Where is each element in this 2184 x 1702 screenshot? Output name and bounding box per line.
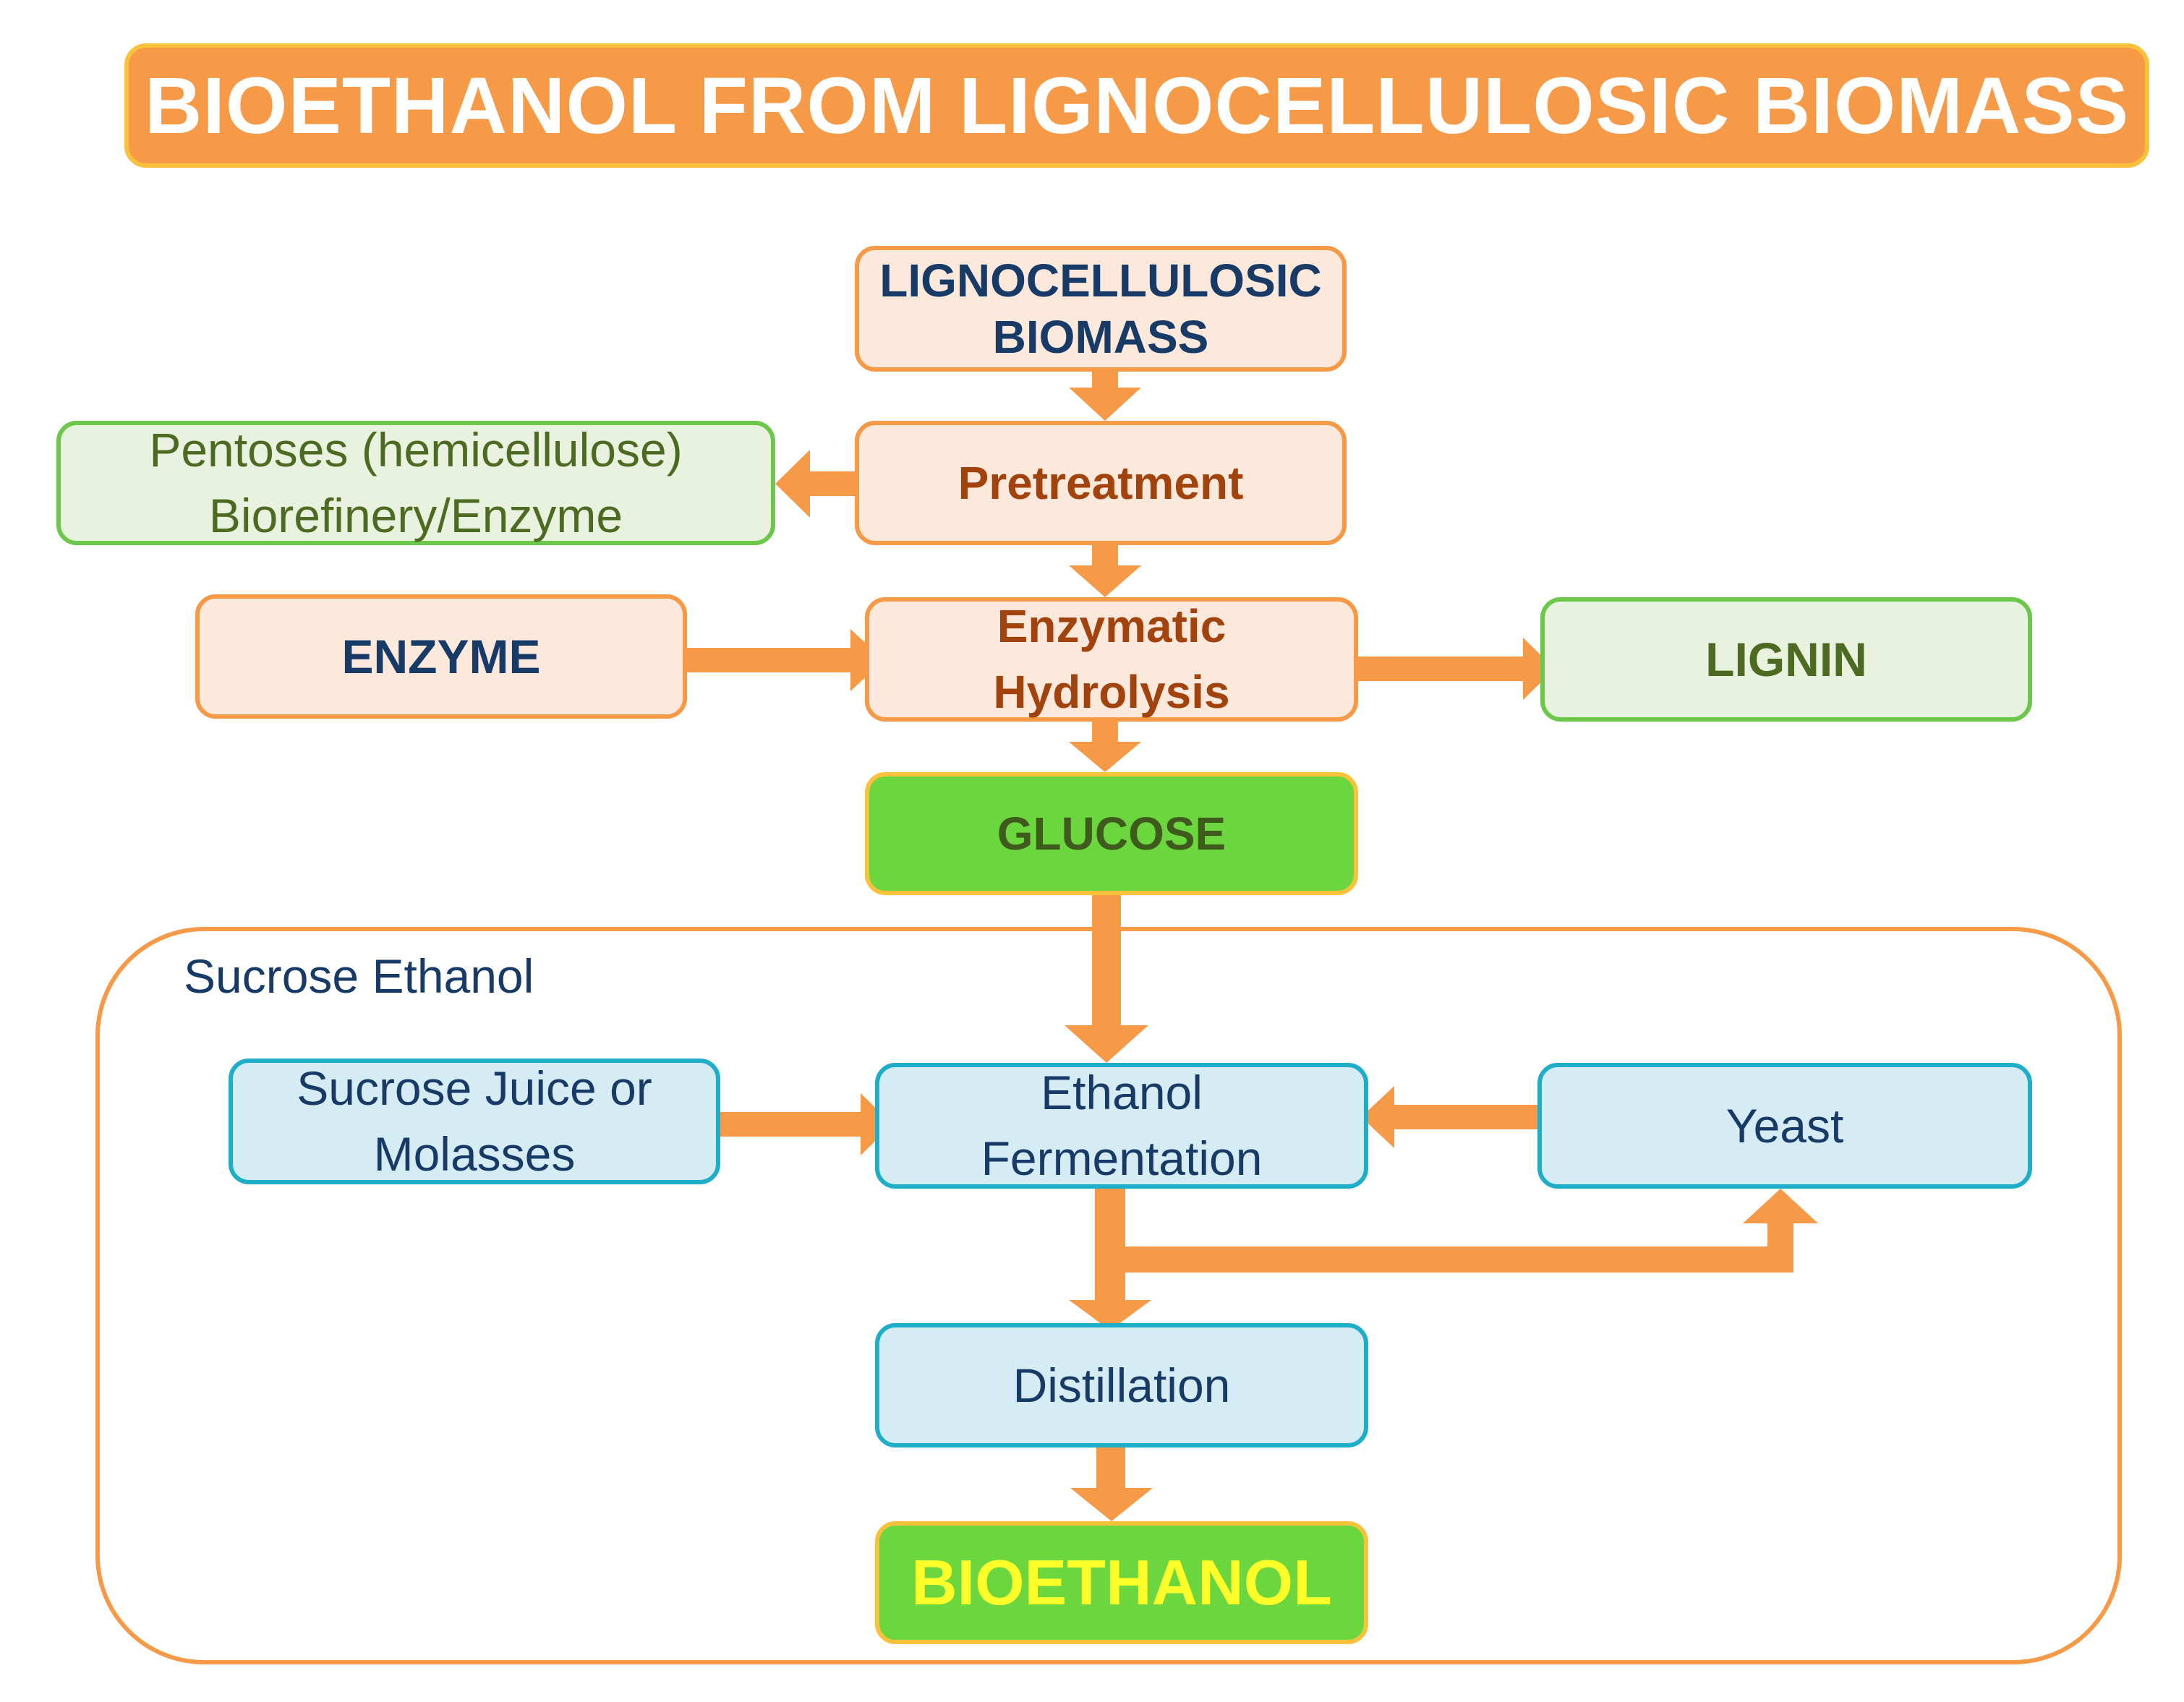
fermentation-line-1: Ethanol <box>1041 1065 1203 1119</box>
arrow-hydrolysis-to-lignin <box>1358 657 1524 681</box>
pentoses-box: Pentoses (hemicellulose) Biorefinery/Enzy… <box>56 421 775 545</box>
glucose-box: GLUCOSE <box>865 772 1358 895</box>
sucrose-ethanol-group-label: Sucrose Ethanol <box>184 949 534 1003</box>
enzyme-label: ENZYME <box>341 629 541 683</box>
sucrose-juice-box: Sucrose Juice or Molasses <box>229 1059 720 1184</box>
arrow-fermentation-to-distillation-head <box>1069 1300 1151 1330</box>
lignin-label: LIGNIN <box>1705 632 1867 686</box>
yeast-label: Yeast <box>1726 1098 1844 1153</box>
distillation-label: Distillation <box>1012 1358 1231 1412</box>
glucose-label: GLUCOSE <box>997 807 1227 860</box>
enzyme-box: ENZYME <box>195 594 687 719</box>
sucrose-juice-line-2: Molasses <box>373 1127 576 1181</box>
arrow-yeast-to-fermentation <box>1393 1105 1540 1129</box>
pentoses-line-1: Pentoses (hemicellulose) <box>149 422 683 476</box>
arrow-glucose-to-fermentation-head <box>1065 1025 1148 1063</box>
hydrolysis-line-2: Hydrolysis <box>993 666 1230 718</box>
arrow-hydrolysis-to-glucose-head <box>1069 742 1141 772</box>
arrow-biomass-to-pretreatment-head <box>1069 388 1141 421</box>
arrow-yeast-to-fermentation-head <box>1361 1086 1394 1148</box>
biomass-line-1: LIGNOCELLULOSIC <box>879 254 1322 307</box>
bioethanol-box: BIOETHANOL <box>875 1521 1368 1644</box>
pretreatment-box: Pretreatment <box>855 421 1347 545</box>
yeast-box: Yeast <box>1537 1063 2032 1189</box>
arrow-yeast-recycle-horizontal <box>1125 1246 1793 1273</box>
arrow-hydrolysis-to-lignin-head <box>1523 638 1555 700</box>
arrow-sucrose-to-fermentation <box>720 1112 862 1137</box>
arrow-enzyme-to-hydrolysis <box>687 648 852 672</box>
biomass-line-2: BIOMASS <box>992 311 1209 363</box>
distillation-box: Distillation <box>875 1323 1368 1447</box>
arrow-pretreatment-to-hydrolysis <box>1092 545 1118 565</box>
arrow-pretreatment-to-pentoses-head <box>775 450 810 518</box>
bioethanol-label: BIOETHANOL <box>911 1547 1332 1619</box>
pentoses-line-2: Biorefinery/Enzyme <box>208 489 623 542</box>
arrow-distillation-to-bioethanol <box>1096 1446 1125 1489</box>
lignin-box: LIGNIN <box>1540 597 2032 722</box>
arrow-distillation-to-bioethanol-head <box>1070 1488 1153 1521</box>
arrow-yeast-recycle-vertical <box>1767 1222 1793 1273</box>
arrow-glucose-to-fermentation <box>1092 894 1121 1027</box>
diagram-title: BIOETHANOL FROM LIGNOCELLULOSIC BIOMASS <box>124 43 2149 168</box>
arrow-hydrolysis-to-glucose <box>1092 722 1118 743</box>
arrow-pretreatment-to-pentoses <box>809 471 859 496</box>
arrow-pretreatment-to-hydrolysis-head <box>1069 565 1141 597</box>
sucrose-juice-line-1: Sucrose Juice or <box>297 1061 652 1115</box>
arrow-fermentation-down <box>1095 1187 1125 1301</box>
arrow-biomass-to-pretreatment <box>1092 370 1118 388</box>
arrow-yeast-recycle-head <box>1743 1189 1818 1223</box>
pretreatment-label: Pretreatment <box>957 456 1244 509</box>
hydrolysis-line-1: Enzymatic <box>997 600 1227 653</box>
fermentation-line-2: Fermentation <box>981 1132 1263 1185</box>
